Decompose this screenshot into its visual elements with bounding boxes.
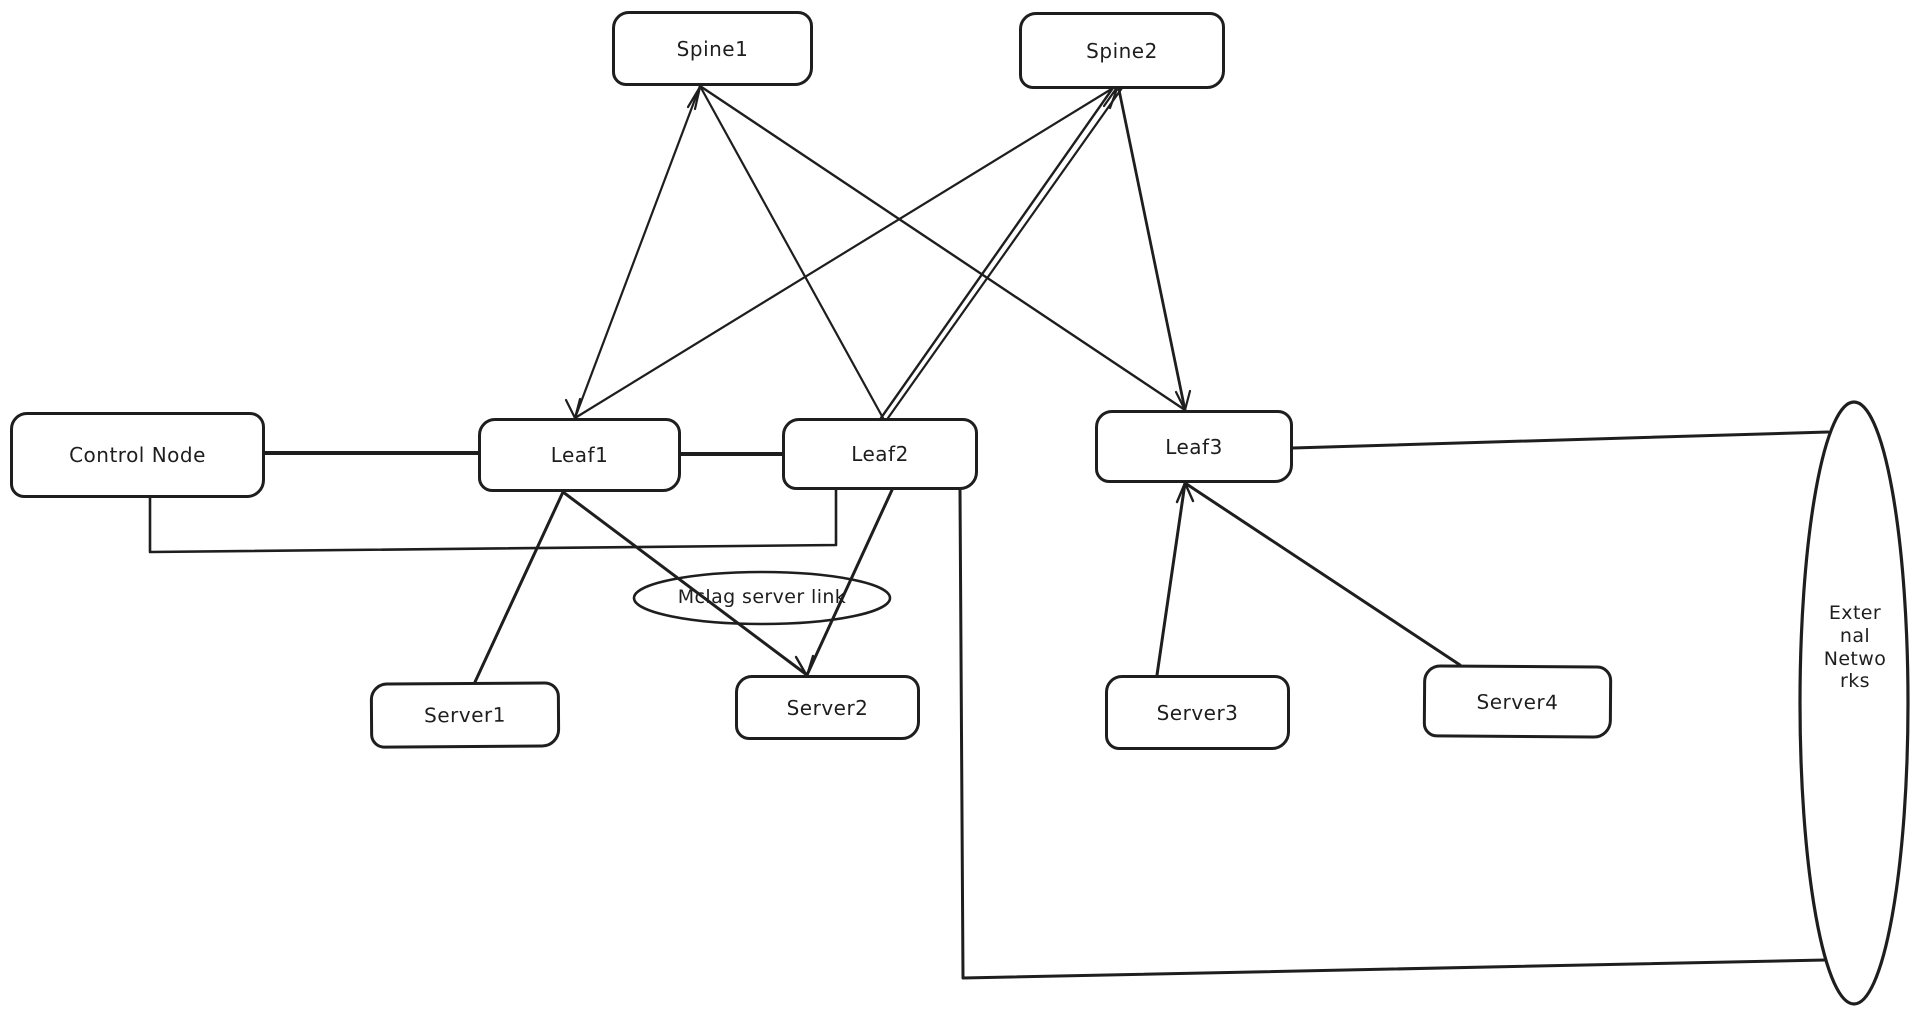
- mclag-server-link-label: Mclag server link: [677, 586, 847, 608]
- edge-spine2-leaf1[interactable]: [573, 83, 1120, 420]
- edge-leaf1-server1[interactable]: [473, 490, 565, 684]
- node-leaf2-label: Leaf2: [851, 442, 909, 466]
- arrowhead-into-leaf3-bottom: [1175, 481, 1195, 504]
- node-server4[interactable]: Server4: [1422, 664, 1613, 739]
- edge-leaf3-external[interactable]: [1291, 430, 1830, 450]
- node-server1-label: Server1: [424, 702, 506, 728]
- edge-leaf3-server4[interactable]: [1183, 481, 1462, 667]
- edge-leaf1-server2[interactable]: [561, 490, 809, 677]
- arrowhead-into-server2: [794, 654, 815, 678]
- edge-spine2-leaf2[interactable]: [879, 83, 1117, 420]
- node-server3[interactable]: Server3: [1105, 675, 1290, 750]
- node-control-node-label: Control Node: [69, 443, 206, 467]
- external-networks-label-line4: rks: [1840, 670, 1870, 693]
- node-spine1[interactable]: Spine1: [612, 11, 813, 86]
- edge-spine1-leaf2[interactable]: [698, 84, 885, 420]
- external-networks-ellipse[interactable]: [1798, 400, 1910, 1006]
- node-leaf3[interactable]: Leaf3: [1095, 410, 1293, 483]
- external-networks-label-line2: nal: [1839, 624, 1871, 647]
- edge-spine2-leaf2-second[interactable]: [886, 86, 1124, 420]
- node-spine1-label: Spine1: [676, 36, 749, 61]
- node-leaf2[interactable]: Leaf2: [782, 418, 978, 490]
- external-networks-label-line3: Netwo: [1823, 647, 1887, 670]
- external-networks-label-line1: Exter: [1828, 602, 1882, 624]
- arrowhead-into-spine1: [686, 85, 702, 111]
- edge-spine1-leaf1[interactable]: [573, 84, 702, 420]
- edge-spine2-leaf3[interactable]: [1116, 83, 1187, 412]
- edge-leaf2-external[interactable]: [958, 488, 1827, 980]
- node-spine2[interactable]: Spine2: [1019, 12, 1225, 89]
- node-control-node[interactable]: Control Node: [10, 412, 265, 498]
- node-leaf1[interactable]: Leaf1: [478, 418, 681, 492]
- mclag-server-link-ellipse[interactable]: [632, 570, 892, 626]
- node-server1[interactable]: Server1: [369, 681, 561, 749]
- node-server4-label: Server4: [1476, 689, 1559, 714]
- node-leaf3-label: Leaf3: [1165, 434, 1223, 459]
- node-leaf1-label: Leaf1: [550, 443, 609, 467]
- edge-controlnode-leaf2[interactable]: [148, 488, 838, 554]
- edge-spine1-leaf3[interactable]: [698, 84, 1187, 412]
- node-server2[interactable]: Server2: [735, 675, 920, 740]
- edge-leaf3-server3[interactable]: [1155, 481, 1187, 677]
- edge-leaf2-server2[interactable]: [805, 488, 894, 677]
- node-server3-label: Server3: [1156, 700, 1239, 725]
- node-server2-label: Server2: [786, 695, 869, 720]
- node-spine2-label: Spine2: [1086, 38, 1158, 63]
- external-networks-label: Exter nal Netwo rks: [1815, 602, 1895, 693]
